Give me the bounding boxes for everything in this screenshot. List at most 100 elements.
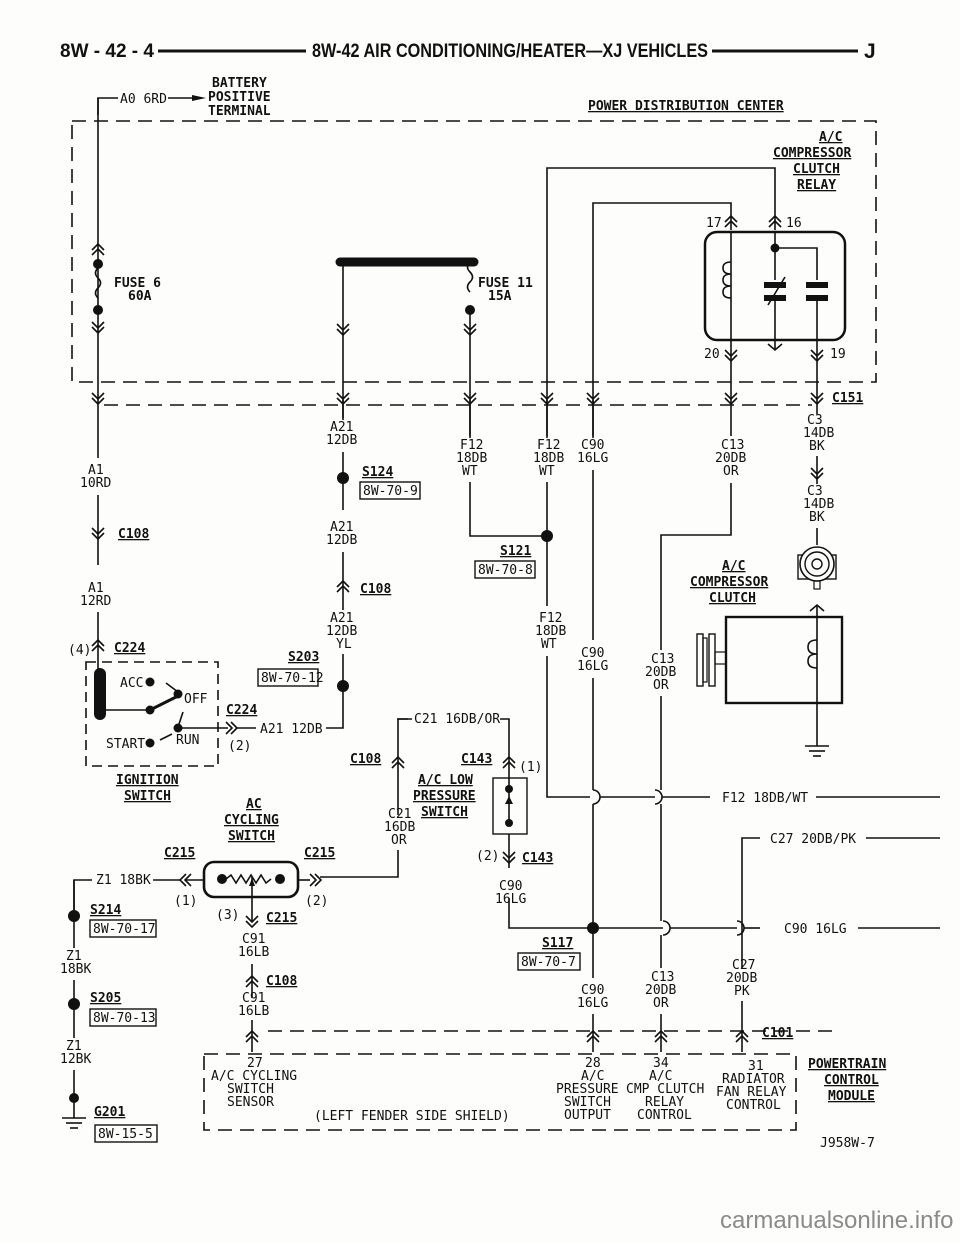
wire-z1-a: Z1	[66, 949, 82, 964]
wire-12bk: 12BK	[60, 1052, 91, 1067]
s214-ref: 8W-70-17	[93, 922, 156, 937]
lps-title-1: A/C LOW	[418, 773, 473, 788]
pcm-location: (LEFT FENDER SIDE SHIELD)	[314, 1109, 510, 1124]
c215-label-left: C215	[164, 846, 195, 861]
s203-ref: 8W-70-12	[261, 671, 324, 686]
c143-label-bottom: C143	[522, 851, 553, 866]
relay-title-2: COMPRESSOR	[773, 146, 851, 161]
wire-c3-b: C3	[807, 484, 823, 499]
ac-compressor-clutch-relay: A/C COMPRESSOR CLUTCH RELAY 17 16 20 19	[546, 130, 851, 438]
wire-16lb-b: 16LB	[238, 1004, 269, 1019]
connector-c151: C151	[91, 391, 863, 406]
battery-source: A0 6RD BATTERY POSITIVE TERMINAL	[97, 76, 271, 119]
wire-c21-inline: C21 16DB/OR	[414, 712, 500, 727]
pcm-title-2: CONTROL	[824, 1073, 879, 1088]
ign-start: START	[106, 737, 145, 752]
c215-label-bottom: C215	[266, 911, 297, 926]
wire-c3-a: C3	[807, 413, 823, 428]
wire-14db-a: 14DB	[803, 426, 834, 441]
wire-c90-c: C90	[581, 983, 604, 998]
ignition-switch: ACC OFF START RUN C224 (2) A21 12DB IGNI…	[85, 661, 344, 804]
figure-id: J958W-7	[820, 1136, 875, 1151]
s121-ref: 8W-70-8	[478, 563, 533, 578]
relay-title-4: RELAY	[797, 178, 836, 193]
s205-label: S205	[90, 991, 121, 1006]
cyc-title-1: AC	[246, 797, 262, 812]
wire-16lg-lps: 16LG	[495, 892, 526, 907]
ign-off: OFF	[184, 692, 208, 707]
relay-title-1: A/C	[819, 130, 842, 145]
wire-20db-a: 20DB	[715, 451, 746, 466]
ign-run: RUN	[176, 733, 199, 748]
relay-pin-19: 19	[830, 347, 846, 362]
wire-yl: YL	[336, 637, 352, 652]
s205-ref: 8W-70-13	[93, 1011, 156, 1026]
wire-18db-b: 18DB	[533, 451, 564, 466]
fuse-6-rating: 60A	[128, 289, 152, 304]
pcm-pin-34-l1: A/C	[649, 1069, 672, 1084]
arrow-icon	[192, 95, 206, 101]
relay-title-3: CLUTCH	[793, 162, 840, 177]
s124-label: S124	[362, 465, 393, 480]
clutch-title-1: A/C	[722, 559, 745, 574]
fuse-6-name: FUSE 6	[114, 276, 161, 291]
pcm-pin-34-l3: RELAY	[645, 1095, 684, 1110]
pcm-pin-28-l2: PRESSURE	[556, 1082, 619, 1097]
cyc-title-2: CYCLING	[224, 813, 279, 828]
wire-c91-b: C91	[242, 991, 265, 1006]
wire-wt-a: WT	[462, 464, 478, 479]
ac-low-pressure-switch: C21 16DB/OR C108 C143 (1) A/C LOW PRESSU…	[320, 712, 553, 907]
wire-or-c21: OR	[391, 833, 407, 848]
pdc-boundary	[71, 120, 877, 383]
wire-c27: C27	[732, 958, 755, 973]
pcm-pin-34: 34	[653, 1056, 669, 1071]
wire-a1-label: A1	[88, 463, 104, 478]
pcm-title-3: MODULE	[828, 1089, 875, 1104]
wire-c13-c: C13	[651, 970, 674, 985]
s214-label: S214	[90, 903, 121, 918]
wire-f12-b: F12	[537, 438, 560, 453]
wire-f12-c: F12	[539, 611, 562, 626]
c90-circuit: C90 16LG C90 16LG S117 8W-70-7 C90 16LG …	[508, 400, 940, 1052]
wire-wt-c: WT	[541, 637, 557, 652]
pcm-pin-31-l3: CONTROL	[726, 1098, 781, 1113]
wire-bk-a: BK	[809, 439, 825, 454]
wire-wt-b: WT	[539, 464, 555, 479]
fuse-11-rating: 15A	[488, 289, 512, 304]
battery-label-3: TERMINAL	[208, 104, 271, 119]
c224-label-right: C224	[226, 703, 257, 718]
fuse-11: FUSE 11 15A	[335, 257, 533, 438]
wire-f12-a: F12	[460, 438, 483, 453]
wire-a1-label-2: A1	[88, 581, 104, 596]
battery-label-2: POSITIVE	[208, 90, 271, 105]
s124-ref: 8W-70-9	[363, 484, 418, 499]
ground-circuit: S214 8W-70-17 Z1 18BK S205 8W-70-13 Z1 1…	[60, 880, 158, 1143]
wire-bk-b: BK	[809, 510, 825, 525]
wire-c90-b: C90	[581, 646, 604, 661]
wire-12db-1: 12DB	[326, 433, 357, 448]
out-c90-label: C90 16LG	[784, 922, 847, 937]
s117-ref: 8W-70-7	[521, 955, 576, 970]
ign-pin-4: (4)	[68, 643, 91, 658]
c215-label-right: C215	[304, 846, 335, 861]
page-number: 8W - 42 - 4	[60, 41, 154, 62]
pcm-pin-31: 31	[748, 1059, 764, 1074]
wire-14db-b: 14DB	[803, 497, 834, 512]
relay-pin-16: 16	[786, 216, 802, 231]
wire-12db-2: 12DB	[326, 533, 357, 548]
c13-circuit: C13 20DB OR C13 20DB OR C13 20DB OR	[645, 400, 746, 1052]
section-letter: J	[864, 40, 876, 63]
wire-c13-a: C13	[721, 438, 744, 453]
wire-16lg-b: 16LG	[577, 659, 608, 674]
s203-label: S203	[288, 650, 319, 665]
out-f12-label: F12 18DB/WT	[722, 791, 808, 806]
cyc-pin-2: (2)	[305, 894, 328, 909]
wire-or-c: OR	[653, 996, 669, 1011]
lps-pin-1: (1)	[519, 760, 542, 775]
c27-circuit: C27 20DB/PK C27 20DB PK	[726, 832, 940, 1052]
powertrain-control-module: C101 27 A/C CYCLING SWITCH SENSOR (LEFT …	[203, 1026, 886, 1151]
relay-pin-17: 17	[706, 216, 722, 231]
ign-pin-2: (2)	[228, 739, 251, 754]
pcm-title-1: POWERTRAIN	[808, 1057, 886, 1072]
a1-circuit: A1 10RD C108 A1 12RD (4) C224	[68, 400, 149, 670]
